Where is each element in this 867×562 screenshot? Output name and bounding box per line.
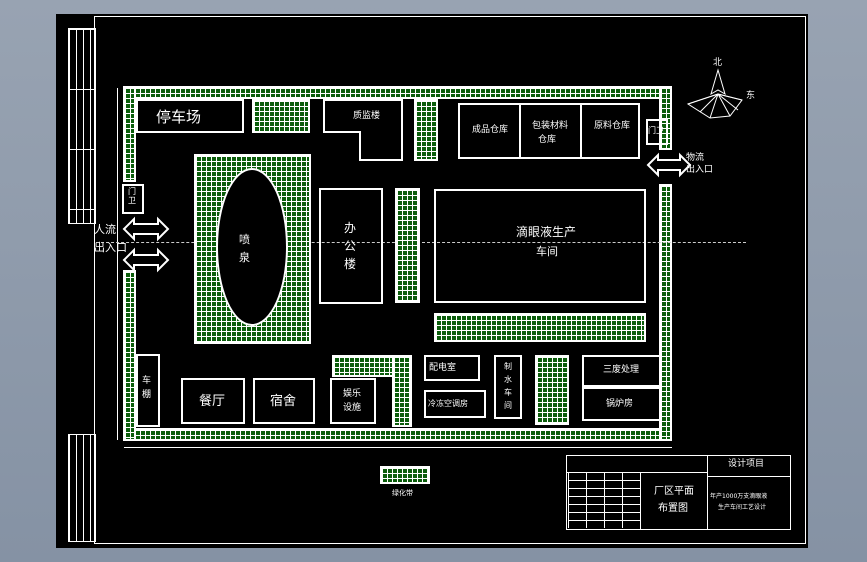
- warehouse-divider-2: [580, 103, 582, 159]
- fountain-label-1: 喷: [239, 233, 250, 246]
- boundary-right-upper: [659, 86, 672, 150]
- warehouse-divider-1: [519, 103, 521, 159]
- gate-right-label: 门卫: [648, 126, 664, 135]
- warehouse-block: [458, 103, 640, 159]
- fountain-ellipse: [216, 168, 288, 326]
- logistics-entrance-label-1: 物流: [686, 153, 705, 163]
- parking-label: 停车场: [156, 108, 202, 126]
- green-belt-label: 绿化带: [392, 489, 413, 497]
- green-strip-quality: [414, 99, 438, 161]
- gate-house-right: [646, 119, 668, 145]
- hvac-room-label: 冷冻空调房: [428, 399, 468, 408]
- bike-shed: [136, 354, 160, 427]
- recreation-label-1: 娱乐: [343, 389, 362, 399]
- dormitory: [253, 378, 315, 424]
- finished-warehouse-label: 成品仓库: [472, 125, 509, 135]
- green-strip-utility: [535, 355, 569, 425]
- north-arrow-compass: [686, 68, 743, 119]
- title-block: [566, 455, 791, 530]
- boiler-room-label: 锅炉房: [606, 399, 634, 409]
- workshop-label-2: 车间: [536, 245, 558, 258]
- raw-warehouse-label: 原料仓库: [594, 121, 631, 131]
- drawing-name-line-1: 厂区平面: [654, 486, 694, 497]
- drawing-frame: [94, 16, 806, 544]
- recreation-facility: [330, 378, 376, 424]
- workshop-label-1: 滴眼液生产: [516, 225, 577, 239]
- office-label-3: 楼: [344, 257, 357, 271]
- packaging-warehouse-label-2: 仓库: [538, 135, 557, 145]
- bike-shed-label-2: 棚: [142, 390, 152, 400]
- office-label-1: 办: [344, 221, 357, 235]
- green-patch-recreation-top: [332, 355, 412, 377]
- dormitory-label: 宿舍: [270, 394, 297, 409]
- binding-strip-bottom: [68, 434, 96, 542]
- center-axis-line: [96, 242, 746, 243]
- people-entrance-label-1: 人流: [94, 223, 116, 236]
- canteen: [181, 378, 245, 424]
- hvac-room: [424, 390, 486, 418]
- bike-shed-label-1: 车: [142, 376, 152, 386]
- title-block-grid-left: [568, 472, 640, 528]
- north-label: 北: [713, 58, 723, 68]
- recreation-label-2: 设施: [343, 403, 362, 413]
- office-building: [319, 188, 383, 304]
- people-entrance-label-2: 出入口: [94, 241, 127, 254]
- logistics-entrance-label-2: 出入口: [686, 165, 714, 175]
- title-block-vline-1: [640, 472, 641, 530]
- boiler-room: [582, 387, 662, 421]
- water-treatment-room: [494, 355, 522, 419]
- fountain-label-2: 泉: [239, 251, 250, 264]
- drawing-sheet: 停车场 质监楼 成品仓库 包装材料 仓库 原料仓库 门卫 物流 出入口 北 东 …: [56, 14, 808, 548]
- title-block-vline-2: [707, 455, 708, 530]
- canteen-label: 餐厅: [199, 394, 226, 409]
- project-name-line-2: 生产车间工艺设计: [718, 504, 767, 511]
- dimension-line-left: [117, 88, 118, 440]
- gate-house-left: [122, 184, 144, 214]
- water-room-label-2: 水: [504, 375, 512, 384]
- green-patch-recreation-side: [392, 355, 412, 427]
- green-patch-top: [252, 99, 310, 133]
- boundary-bottom: [123, 428, 672, 441]
- drawing-name-line-2: 布置图: [658, 503, 688, 514]
- people-entrance-arrow-2: [122, 247, 170, 273]
- green-belt-legend-swatch: [380, 466, 430, 484]
- project-header: 设计项目: [728, 459, 765, 469]
- packaging-warehouse-label: 包装材料: [532, 121, 569, 131]
- green-strip-office: [395, 188, 420, 303]
- waste-treatment: [582, 355, 662, 387]
- office-label-2: 公: [344, 239, 357, 253]
- boundary-right-lower: [659, 184, 672, 441]
- title-block-hline-1: [566, 472, 708, 473]
- power-room: [424, 355, 480, 381]
- people-entrance-arrow-1: [122, 216, 170, 242]
- logistics-arrow: [646, 152, 692, 178]
- boundary-left-upper: [123, 86, 136, 182]
- quality-building: [323, 99, 403, 161]
- power-room-label: 配电室: [429, 363, 457, 373]
- gate-left-label: 门卫: [128, 187, 136, 206]
- water-room-label-4: 间: [504, 401, 512, 410]
- east-label: 东: [746, 91, 756, 101]
- dimension-line-bottom: [124, 447, 672, 448]
- project-name-line-1: 年产1000万支滴眼液: [710, 493, 768, 500]
- parking-lot: [136, 99, 244, 133]
- production-workshop: [434, 189, 646, 303]
- binding-strip-top: [68, 28, 96, 224]
- title-block-hline-2: [707, 476, 791, 477]
- water-room-label-3: 车: [504, 388, 512, 397]
- water-room-label-1: 制: [504, 362, 512, 371]
- green-strip-workshop: [434, 313, 646, 342]
- waste-treatment-label: 三废处理: [603, 365, 640, 375]
- boundary-left-lower: [123, 270, 136, 441]
- quality-building-label: 质监楼: [353, 111, 381, 121]
